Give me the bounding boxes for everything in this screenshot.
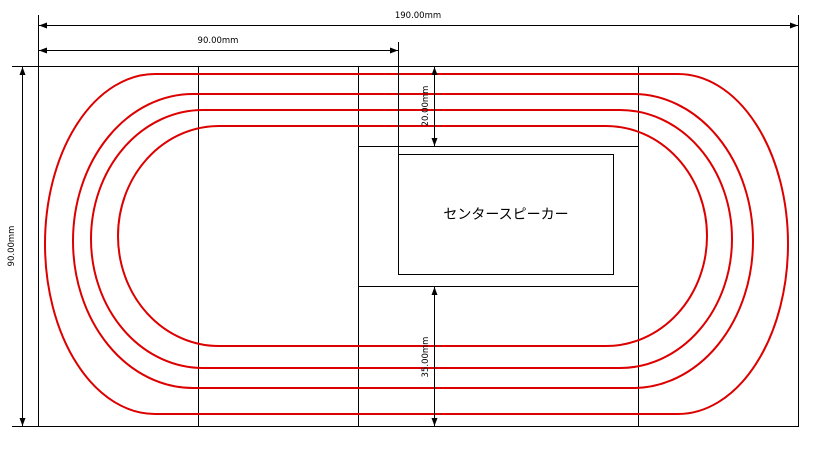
- track-loop-third: [89, 109, 734, 369]
- track-loop-outer: [43, 73, 790, 415]
- dim-label-bottom-gap: 35.00mm: [421, 337, 431, 378]
- track-loop-second: [71, 93, 755, 389]
- center-speaker-label: センタースピーカー: [443, 207, 568, 223]
- dim-label-top-gap: 20.00mm: [421, 86, 431, 127]
- dim-label-half-width: 90.00mm: [198, 36, 239, 46]
- dim-label-total-width: 190.00mm: [395, 11, 441, 21]
- center-speaker-box: [398, 154, 614, 275]
- dim-label-height: 90.00mm: [7, 226, 17, 267]
- speaker-compartment: [358, 146, 639, 287]
- track-loop-inner: [116, 125, 709, 347]
- board-outline: [38, 66, 799, 427]
